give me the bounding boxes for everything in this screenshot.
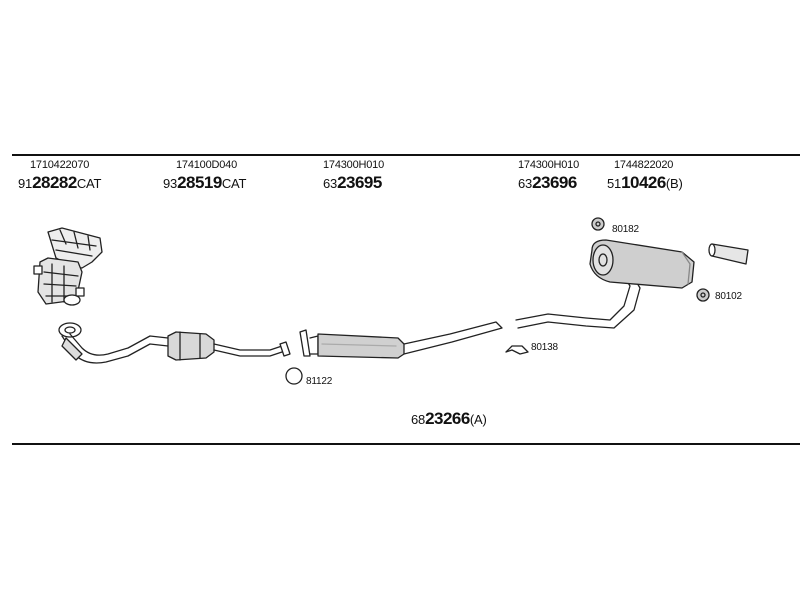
oem-number-front-pipe: 174100D040 [176,159,238,171]
label-clamp: 80138 [531,342,558,353]
rubber-mount-right [696,288,710,302]
part-number-rear-silencer: 5110426(B) [607,173,683,192]
oem-number-center-silencer: 174300H010 [323,159,385,171]
rubber-mount-top [591,217,605,231]
oem-number-rear-silencer: 1744822020 [614,159,674,171]
gasket-ring [285,367,303,385]
oem-number-intermediate-pipe: 174300H010 [518,159,580,171]
label-rubber-mount-top: 80182 [612,224,639,235]
kit-number: 6823266(A) [411,409,487,428]
intermediate-pipe [515,275,641,329]
bottom-divider [12,443,800,445]
tail-pipe [708,243,749,265]
label-gasket-ring: 81122 [306,376,333,387]
rear-silencer [589,239,695,289]
part-number-front-cat: 9328519CAT [163,173,247,192]
label-rubber-mount-right: 80102 [715,291,742,302]
front-pipe-catalyst [61,331,291,364]
flange-gasket [58,322,82,338]
exhaust-manifold-catalyst [33,227,103,306]
top-divider [12,154,800,156]
oem-number-manifold: 1710422070 [30,159,90,171]
clamp [505,345,529,355]
part-number-manifold-cat: 9128282CAT [18,173,102,192]
part-number-intermediate-pipe: 6323696 [518,173,577,192]
center-silencer [299,321,503,359]
part-number-center-silencer: 6323695 [323,173,382,192]
